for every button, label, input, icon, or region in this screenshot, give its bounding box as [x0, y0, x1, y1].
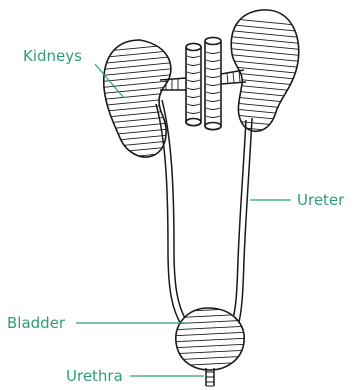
great-vessels [186, 38, 221, 130]
kidneys-label: Kidneys [23, 47, 82, 65]
bladder-label: Bladder [7, 314, 66, 332]
renal-vessels [160, 70, 246, 90]
urethra-label: Urethra [66, 367, 123, 385]
ureter-label: Ureter [297, 191, 345, 209]
left-kidney [96, 40, 180, 160]
bladder [170, 308, 250, 372]
ureters [156, 100, 252, 326]
